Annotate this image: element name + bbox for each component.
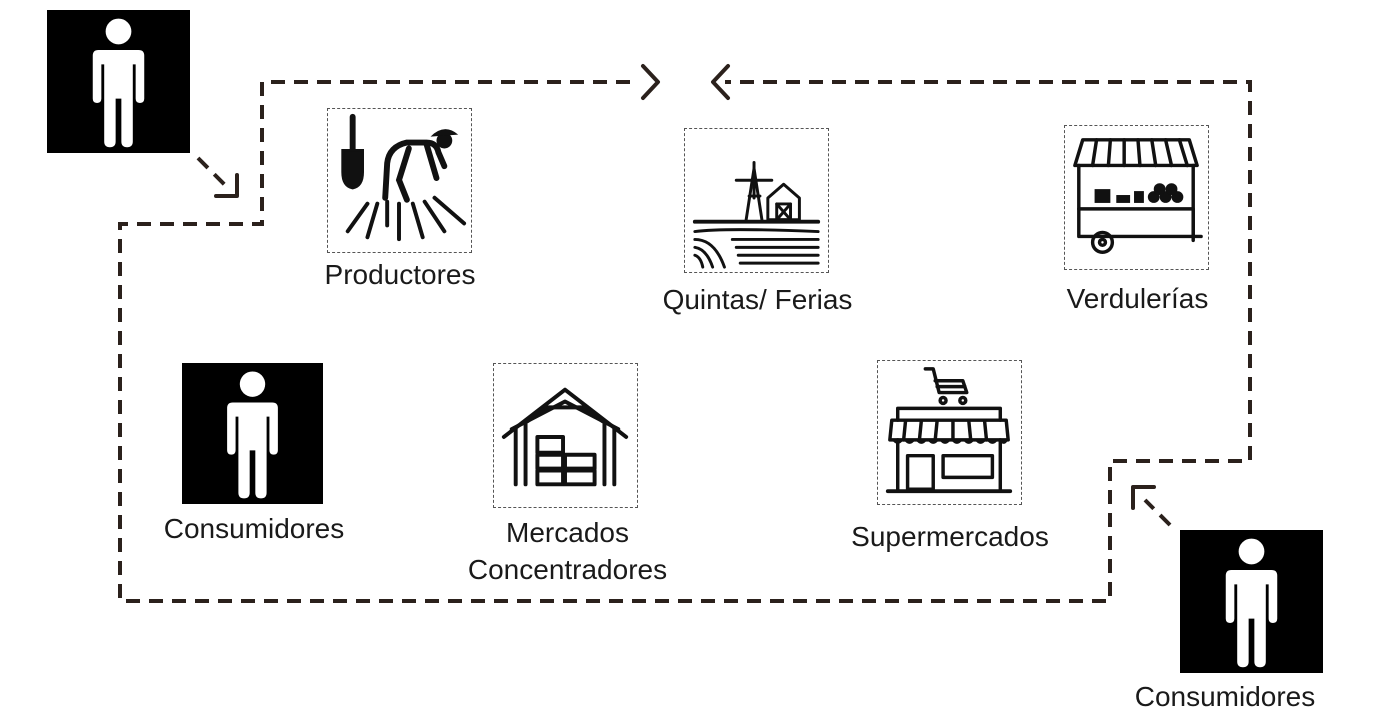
consumer-middle-icon	[182, 363, 323, 504]
productores-label: Productores	[324, 259, 476, 290]
supermercados-node	[877, 360, 1022, 505]
consumer-top-left-icon	[47, 10, 190, 153]
mercados-node	[493, 363, 638, 508]
top-person-connector	[196, 156, 230, 190]
farm-windmill-icon	[692, 161, 821, 269]
consumer-bottom-right-icon	[1180, 530, 1323, 673]
arrow-left-head	[711, 64, 730, 100]
supermercados-label: Supermercados	[851, 521, 1049, 552]
farmer-icon	[341, 113, 467, 242]
connector-arrowhead-top	[214, 173, 239, 198]
consumidores-middle-label: Consumidores	[163, 513, 345, 544]
connector-arrowhead-bottom	[1131, 485, 1156, 510]
quintas-label: Quintas/ Ferias	[662, 284, 853, 315]
warehouse-icon	[501, 387, 629, 487]
bottom-person-connector	[1143, 498, 1172, 527]
productores-node	[327, 108, 472, 253]
arrow-right-head	[641, 64, 660, 100]
supermarket-icon	[885, 367, 1013, 494]
mercados-label-line1: Mercados	[506, 517, 629, 548]
verdulerias-node	[1064, 125, 1209, 270]
quintas-node	[684, 128, 829, 273]
consumidores-bottom-label: Consumidores	[1134, 681, 1316, 712]
verdulerias-label: Verdulerías	[1066, 283, 1209, 314]
mercados-label-line2: Concentradores	[467, 554, 668, 585]
produce-cart-icon	[1073, 138, 1203, 254]
left-loop-path	[118, 80, 1252, 603]
